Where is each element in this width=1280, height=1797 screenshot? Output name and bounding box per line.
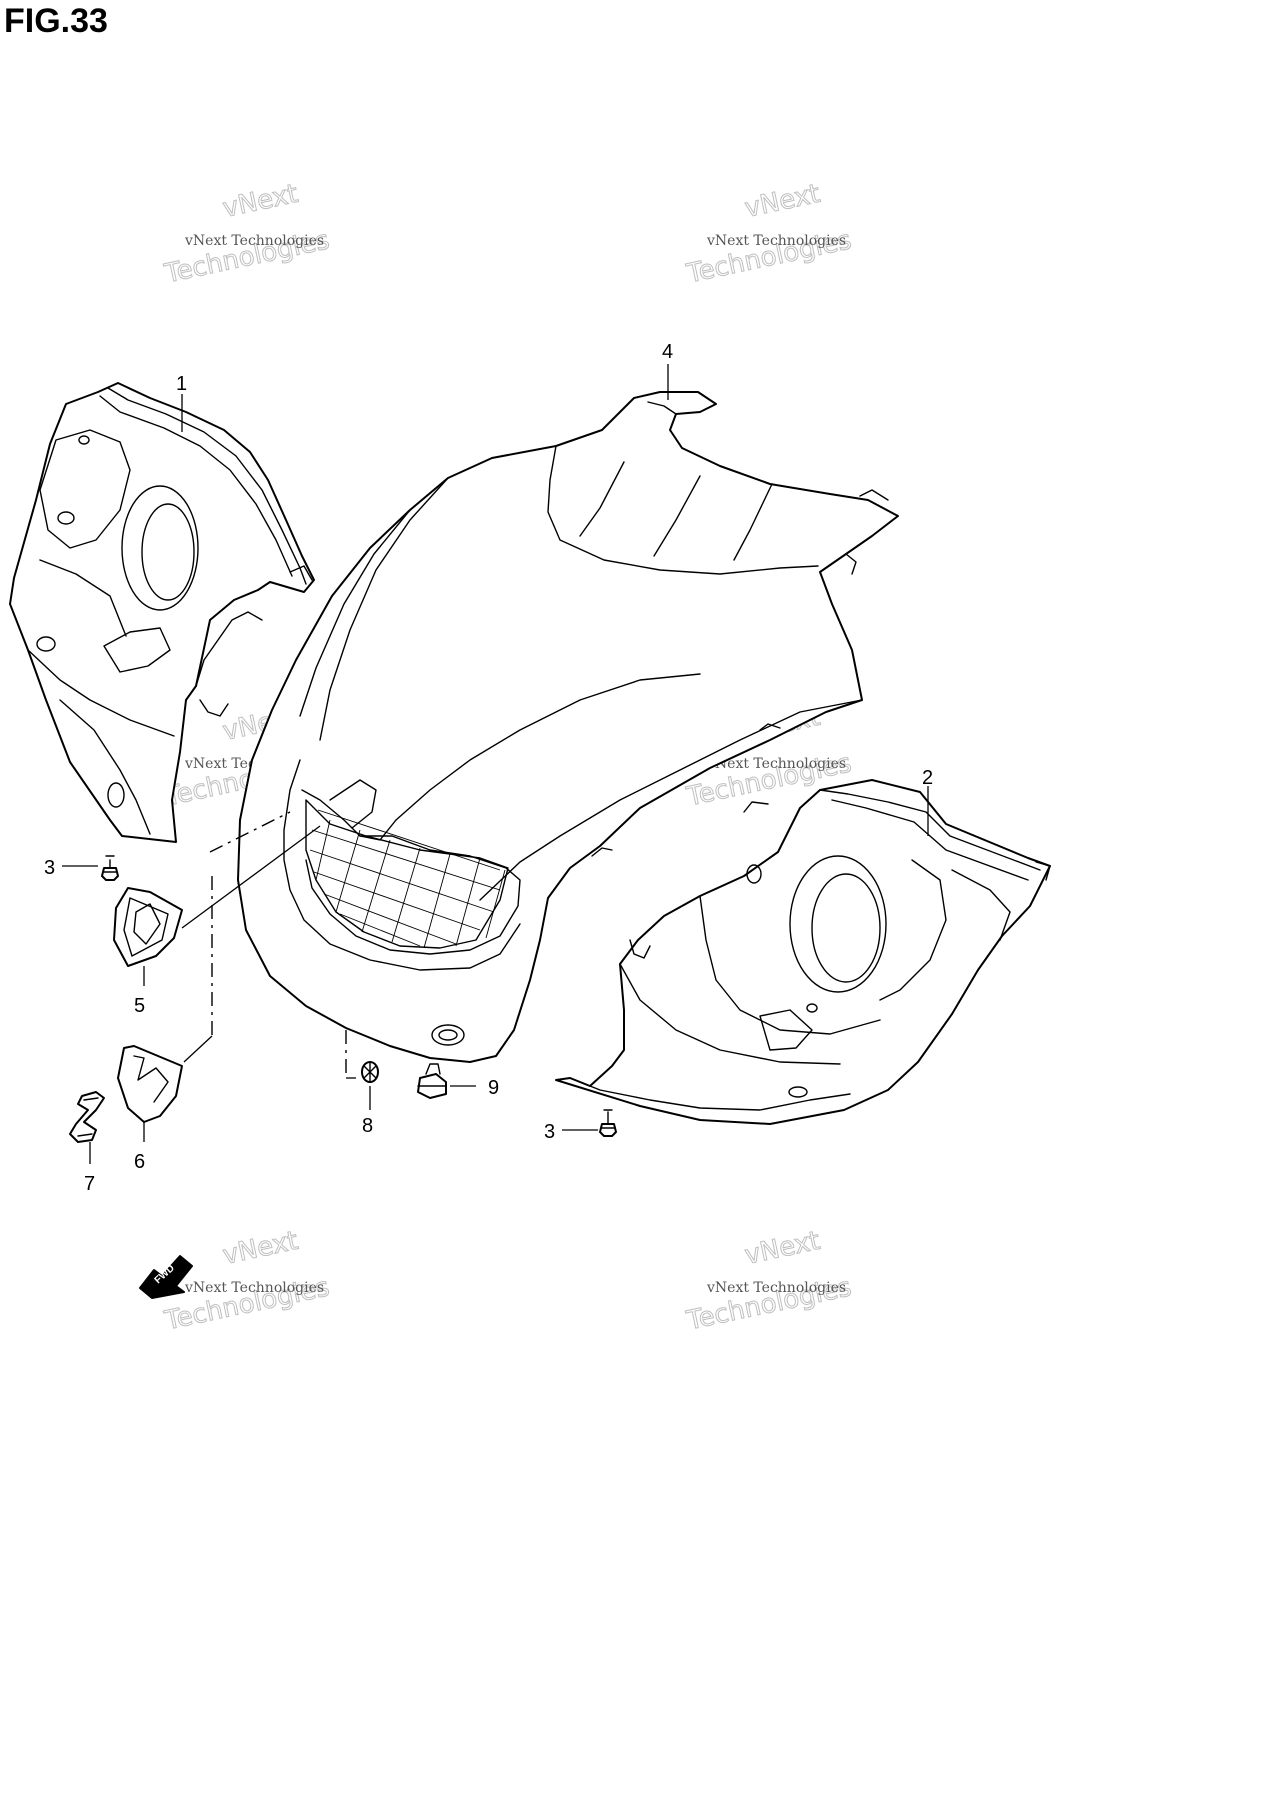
callout-5: 5	[134, 995, 145, 1017]
watermark-text: vNext	[220, 1226, 301, 1271]
watermark-bottom-left: vNext Technologies vNext Technologies	[161, 1225, 333, 1337]
callout-2: 2	[922, 767, 933, 789]
watermark-text: vNext Technologies	[184, 233, 324, 249]
part-7-badge	[69, 1091, 105, 1143]
fwd-direction-arrow: FWD	[139, 1255, 193, 1299]
part-2-right-inner-panel	[555, 779, 1051, 1125]
watermark-text: vNext Technologies	[706, 233, 846, 249]
watermark-top-left: vNext Technologies vNext Technologies	[161, 178, 333, 290]
part-3-screw-left	[101, 855, 119, 881]
part-4-grille-mesh	[305, 799, 509, 949]
part-5-emblem	[113, 887, 183, 967]
callout-7: 7	[84, 1173, 95, 1195]
callout-1: 1	[176, 373, 187, 395]
callout-4: 4	[662, 341, 673, 363]
part-6-emblem-base	[117, 1045, 183, 1123]
watermark-text: vNext Technologies	[184, 1280, 324, 1296]
part-4-upper-cowl	[237, 391, 899, 1063]
callout-3-left: 3	[44, 857, 55, 879]
callout-9: 9	[488, 1077, 499, 1099]
callout-6: 6	[134, 1151, 145, 1173]
watermark-top-right: vNext Technologies vNext Technologies	[683, 178, 855, 290]
watermark-text: vNext Technologies	[706, 1280, 846, 1296]
part-3-screw-right	[599, 1109, 617, 1137]
watermark-text: vNext	[742, 179, 823, 224]
callout-8: 8	[362, 1115, 373, 1137]
leader-lines	[62, 364, 929, 1164]
part-8-grommet	[361, 1061, 379, 1083]
part-9-fastener	[417, 1063, 447, 1099]
watermark-text: vNext	[220, 179, 301, 224]
figure-title: FIG.33	[4, 2, 108, 40]
part-1-left-inner-panel	[9, 382, 315, 843]
watermark-text: vNext	[742, 1226, 823, 1271]
callout-labels: 1 2 3 3 4 5 6 7 8 9	[44, 341, 933, 1195]
callout-3-right: 3	[544, 1121, 555, 1143]
watermark-bottom-right: vNext Technologies vNext Technologies	[683, 1225, 855, 1337]
watermark-text: vNext Technologies	[706, 756, 846, 772]
